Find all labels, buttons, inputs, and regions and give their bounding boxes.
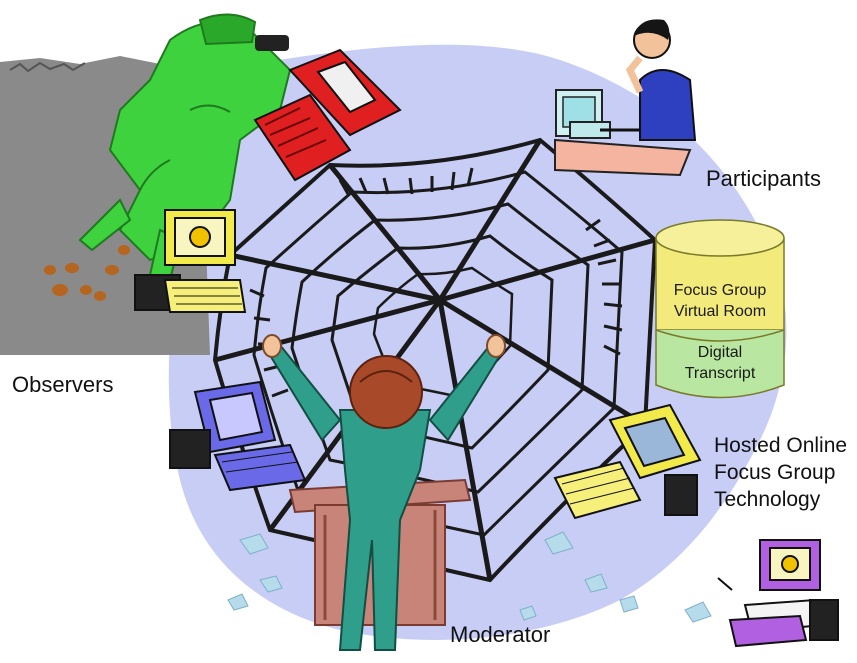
database-bottom-line2: Transcript	[684, 365, 756, 382]
label-moderator: Moderator	[450, 622, 551, 647]
paper-scraps	[227, 531, 712, 623]
database-bottom-text: Digital Transcript	[656, 342, 784, 384]
participant-at-computer-icon	[554, 19, 697, 177]
label-hosted-technology: Hosted Online Focus Group Technology	[714, 432, 847, 513]
label-observers: Observers	[12, 372, 114, 397]
database-bottom-line1: Digital	[697, 344, 743, 361]
database-cylinder-icon	[655, 219, 785, 399]
database-top-line2: Virtual Room	[673, 303, 767, 320]
database-top-line1: Focus Group	[673, 282, 767, 299]
purple-computer-icon	[717, 539, 839, 648]
blue-computer-icon	[169, 380, 307, 492]
label-hosted-line3: Technology	[714, 488, 821, 511]
database-top-text: Focus Group Virtual Room	[656, 280, 784, 322]
label-participants: Participants	[706, 166, 821, 191]
gray-backdrop-texture	[9, 61, 86, 73]
yellow-computer-icon	[134, 209, 247, 313]
label-hosted-line1: Hosted Online	[714, 434, 848, 457]
label-hosted-line2: Focus Group	[714, 461, 836, 484]
yellow-computer-icon	[553, 403, 702, 520]
observer-with-binoculars-icon	[44, 13, 292, 301]
moderator-figure-icon	[262, 334, 506, 651]
red-computer-icon	[253, 48, 402, 182]
